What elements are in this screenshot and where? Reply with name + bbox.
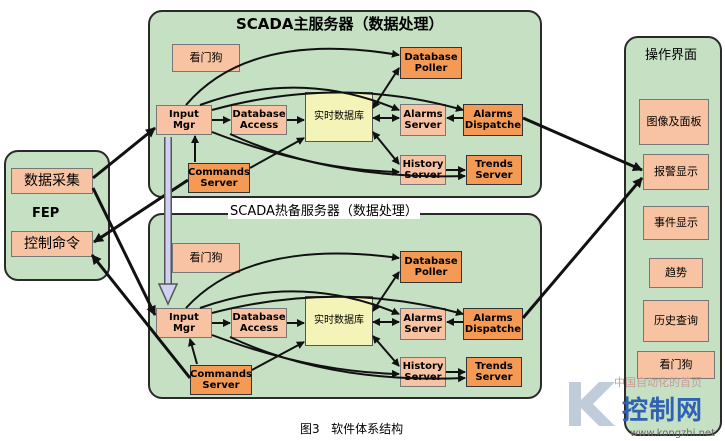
backup-watchdog-box: 看门狗	[172, 243, 240, 273]
backup-trends-server-box: Trends Server	[466, 357, 522, 387]
backup-database-poller-box: Database Poller	[400, 251, 462, 283]
watermark-logo	[565, 378, 623, 434]
main-database-access-label: Database Access	[232, 108, 286, 132]
backup-database-poller-label: Database Poller	[404, 255, 458, 279]
main-alarms-server-label: Alarms Server	[403, 108, 443, 132]
ui-item-trend: 趋势	[649, 258, 703, 288]
backup-realtime-db-box: 实时数据库	[305, 296, 373, 346]
main-input-mgr-box: Input Mgr	[156, 105, 212, 135]
main-watchdog-box: 看门狗	[172, 44, 240, 72]
backup-database-access-label: Database Access	[232, 311, 286, 335]
backup-commands-server-box: Commands Server	[190, 365, 252, 395]
backup-history-server-label: History Server	[402, 360, 444, 384]
figure-caption: 图3 软件体系结构	[300, 422, 404, 436]
backup-input-mgr-label: Input Mgr	[169, 311, 199, 335]
ui-item-watchdog: 看门狗	[637, 351, 715, 379]
ui-item-event-display: 事件显示	[643, 206, 709, 240]
backup-alarms-server-label: Alarms Server	[403, 312, 443, 336]
backup-alarms-dispatcher-box: Alarms Dispatche	[463, 308, 523, 340]
backup-trends-server-label: Trends Server	[475, 360, 513, 384]
main-commands-server-label: Commands Server	[187, 166, 251, 190]
ui-item-graphics-panel: 图像及面板	[639, 99, 709, 145]
watermark-brand: 控制网	[622, 396, 704, 426]
main-alarms-server-box: Alarms Server	[400, 104, 446, 136]
main-database-poller-label: Database Poller	[404, 51, 458, 75]
backup-history-server-box: History Server	[400, 357, 446, 387]
ui-item-history-query: 历史查询	[643, 300, 709, 342]
backup-commands-server-label: Commands Server	[189, 368, 253, 392]
main-trends-server-label: Trends Server	[475, 158, 513, 182]
fep-label: FEP	[32, 206, 60, 221]
main-commands-server-box: Commands Server	[188, 163, 250, 193]
control-command-box: 控制命令	[11, 231, 93, 257]
backup-database-access-box: Database Access	[231, 308, 287, 338]
backup-alarms-server-box: Alarms Server	[400, 308, 446, 340]
backup-server-title: SCADA热备服务器（数据处理）	[228, 200, 420, 219]
ui-item-alarm-display: 报警显示	[643, 154, 709, 190]
data-collection-box: 数据采集	[11, 168, 93, 194]
backup-input-mgr-box: Input Mgr	[156, 308, 212, 338]
main-alarms-dispatcher-label: Alarms Dispatche	[464, 108, 522, 132]
main-alarms-dispatcher-box: Alarms Dispatche	[463, 104, 523, 136]
operator-ui-title: 操作界面	[645, 48, 698, 63]
main-database-access-box: Database Access	[231, 105, 287, 135]
main-server-title: SCADA主服务器（数据处理）	[236, 15, 444, 33]
backup-alarms-dispatcher-label: Alarms Dispatche	[464, 312, 522, 336]
kz-logo-icon	[569, 382, 615, 426]
watermark-org: 中国自动化的首页	[614, 376, 702, 389]
main-realtime-db-box: 实时数据库	[305, 92, 373, 142]
main-input-mgr-label: Input Mgr	[169, 108, 199, 132]
main-database-poller-box: Database Poller	[400, 47, 462, 79]
watermark-url: www.kongzhi.net	[630, 428, 715, 439]
main-trends-server-box: Trends Server	[466, 155, 522, 185]
